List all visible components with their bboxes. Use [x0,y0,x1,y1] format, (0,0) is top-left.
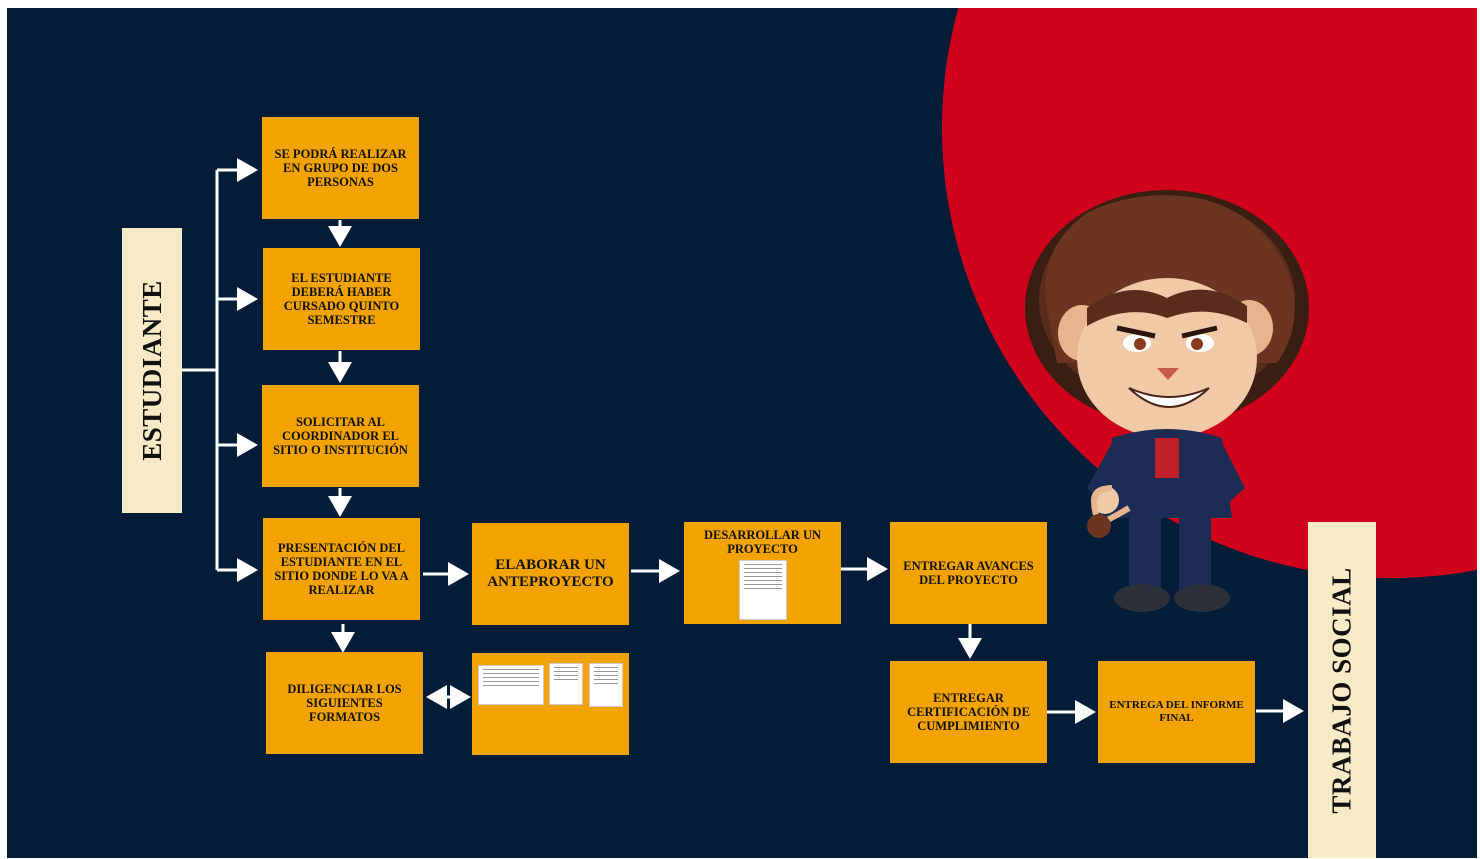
step-desarrollar-proyecto: DESARROLLAR UN PROYECTO [684,522,841,624]
step-certificacion-text: ENTREGAR CERTIFICACIÓN DE CUMPLIMIENTO [907,691,1030,733]
step-diligenciar-formatos: DILIGENCIAR LOS SIGUIENTES FORMATOS [266,652,423,754]
step-solicitar-text: SOLICITAR AL COORDINADOR EL SITIO O INST… [273,415,408,457]
step-quinto-semestre: EL ESTUDIANTE DEBERÁ HABER CURSADO QUINT… [263,248,420,350]
format-document-thumbnail [478,665,544,705]
step-informe-final: ENTREGA DEL INFORME FINAL [1098,661,1255,763]
estudiante-label: ESTUDIANTE [122,228,182,513]
step-presentacion-text: PRESENTACIÓN DEL ESTUDIANTE EN EL SITIO … [274,541,409,597]
step-elaborar-anteproyecto: ELABORAR UN ANTEPROYECTO [472,523,629,625]
connector-arrows [182,158,1304,724]
step-certificacion-cumplimiento: ENTREGAR CERTIFICACIÓN DE CUMPLIMIENTO [890,661,1047,763]
step-presentacion-estudiante: PRESENTACIÓN DEL ESTUDIANTE EN EL SITIO … [263,518,420,620]
step-avances-text: ENTREGAR AVANCES DEL PROYECTO [903,559,1034,587]
estudiante-label-text: ESTUDIANTE [136,280,167,461]
formatos-thumbnails-box [472,653,629,755]
step-solicitar-coordinador: SOLICITAR AL COORDINADOR EL SITIO O INST… [262,385,419,487]
step-grupo-text: SE PODRÁ REALIZAR EN GRUPO DE DOS PERSON… [274,147,407,189]
format-document-thumbnail [589,663,623,707]
trabajo-social-label: TRABAJO SOCIAL [1308,522,1376,858]
step-diligenciar-text: DILIGENCIAR LOS SIGUIENTES FORMATOS [287,682,402,724]
lion-mascot-illustration [1025,190,1309,612]
format-document-thumbnail [549,663,583,705]
step-anteproyecto-text: ELABORAR UN ANTEPROYECTO [487,557,614,590]
step-entregar-avances: ENTREGAR AVANCES DEL PROYECTO [890,522,1047,624]
step-desarrollar-text: DESARROLLAR UN PROYECTO [703,528,822,556]
step-grupo-dos-personas: SE PODRÁ REALIZAR EN GRUPO DE DOS PERSON… [262,117,419,219]
step-quinto-text: EL ESTUDIANTE DEBERÁ HABER CURSADO QUINT… [283,271,400,327]
trabajo-social-label-text: TRABAJO SOCIAL [1326,566,1357,814]
slide-canvas: ESTUDIANTE TRABAJO SOCIAL SE PODRÁ REALI… [7,8,1477,858]
step-informe-text: ENTREGA DEL INFORME FINAL [1109,699,1244,724]
project-document-thumbnail [738,560,787,620]
